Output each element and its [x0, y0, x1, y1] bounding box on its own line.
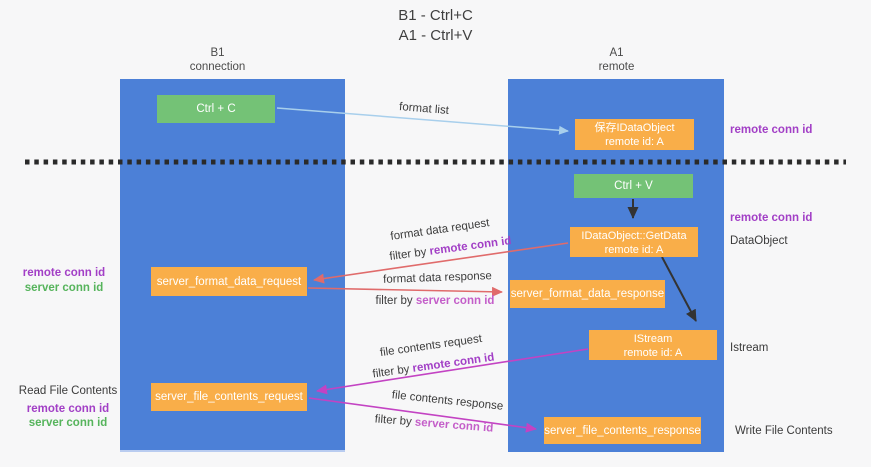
ctrl-c-node: Ctrl + C — [157, 95, 275, 123]
lane-a1-subtitle: remote — [598, 61, 635, 73]
istream-node: IStream remote id: A — [589, 330, 717, 360]
remote-conn-id-key: remote conn id — [411, 351, 496, 375]
lane-b1-subtitle: connection — [189, 61, 246, 73]
filter-by-text: filter by — [375, 295, 416, 307]
ctrl-v-node: Ctrl + V — [574, 174, 693, 198]
filter-by-text: filter by — [371, 362, 414, 381]
ctrl-v-label: Ctrl + V — [614, 180, 653, 192]
server-format-data-response-node: server_format_data_response — [510, 280, 665, 308]
server-conn-id-key: server conn id — [414, 416, 494, 435]
left-remote-conn-id-1: remote conn id — [22, 267, 106, 279]
left-conn-id-block-file: Read File Contents remote conn id server… — [14, 384, 122, 431]
filter-by-text: filter by — [374, 413, 416, 429]
ctrl-c-label: Ctrl + C — [196, 103, 236, 115]
server-file-contents-response-label: server_file_contents_response — [544, 424, 701, 437]
diagram-title: B1 - Ctrl+C A1 - Ctrl+V — [0, 6, 871, 46]
lane-header-b1: B1 connection — [140, 46, 295, 74]
server-format-data-request-node: server_format_data_request — [151, 267, 307, 296]
left-server-conn-id-2: server conn id — [28, 417, 108, 429]
remote-conn-id-key: remote conn id — [428, 235, 513, 258]
title-line-1: B1 - Ctrl+C — [398, 7, 473, 24]
file-contents-response-label: file contents response — [391, 389, 504, 413]
remote-conn-id-annotation-top: remote conn id — [730, 124, 813, 136]
getdata-line2: remote id: A — [604, 244, 664, 256]
server-format-data-response-label: server_format_data_response — [510, 288, 665, 300]
server-format-data-request-label: server_format_data_request — [156, 275, 302, 288]
write-file-contents-annotation: Write File Contents — [735, 425, 833, 437]
format-list-label: format list — [398, 101, 450, 117]
left-remote-conn-id-2: remote conn id — [26, 402, 110, 415]
filter-by-text: filter by — [388, 245, 431, 263]
format-data-response-filter-label: filter by server conn id — [375, 295, 495, 307]
istream-line2: remote id: A — [623, 347, 683, 359]
istream-annotation: Istream — [730, 342, 769, 354]
server-file-contents-request-label: server_file_contents_request — [155, 391, 303, 403]
server-file-contents-request-node: server_file_contents_request — [151, 383, 307, 411]
lane-header-a1: A1 remote — [539, 46, 694, 74]
remote-conn-id-annotation-mid: remote conn id — [730, 212, 813, 224]
lane-a1-title: A1 — [609, 47, 624, 59]
lane-b1-title: B1 — [210, 47, 225, 59]
save-dataobject-node: 保存IDataObject remote id: A — [575, 119, 694, 150]
left-server-conn-id-1: server conn id — [24, 281, 104, 294]
server-conn-id-key: server conn id — [415, 295, 495, 307]
left-conn-id-block-format: remote conn id server conn id — [14, 266, 114, 295]
save-dataobject-line1: 保存IDataObject — [594, 122, 675, 134]
read-file-contents-annotation: Read File Contents — [18, 385, 118, 397]
server-file-contents-response-node: server_file_contents_response — [544, 417, 701, 444]
save-dataobject-line2: remote id: A — [605, 136, 664, 148]
getdata-node: IDataObject::GetData remote id: A — [570, 227, 698, 257]
format-data-response-label: format data response — [382, 270, 493, 286]
istream-line1: IStream — [633, 333, 673, 345]
title-line-2: A1 - Ctrl+V — [398, 27, 473, 44]
file-contents-response-filter-label: filter by server conn id — [374, 413, 495, 434]
dataobject-annotation: DataObject — [730, 235, 788, 247]
getdata-line1: IDataObject::GetData — [581, 230, 687, 242]
